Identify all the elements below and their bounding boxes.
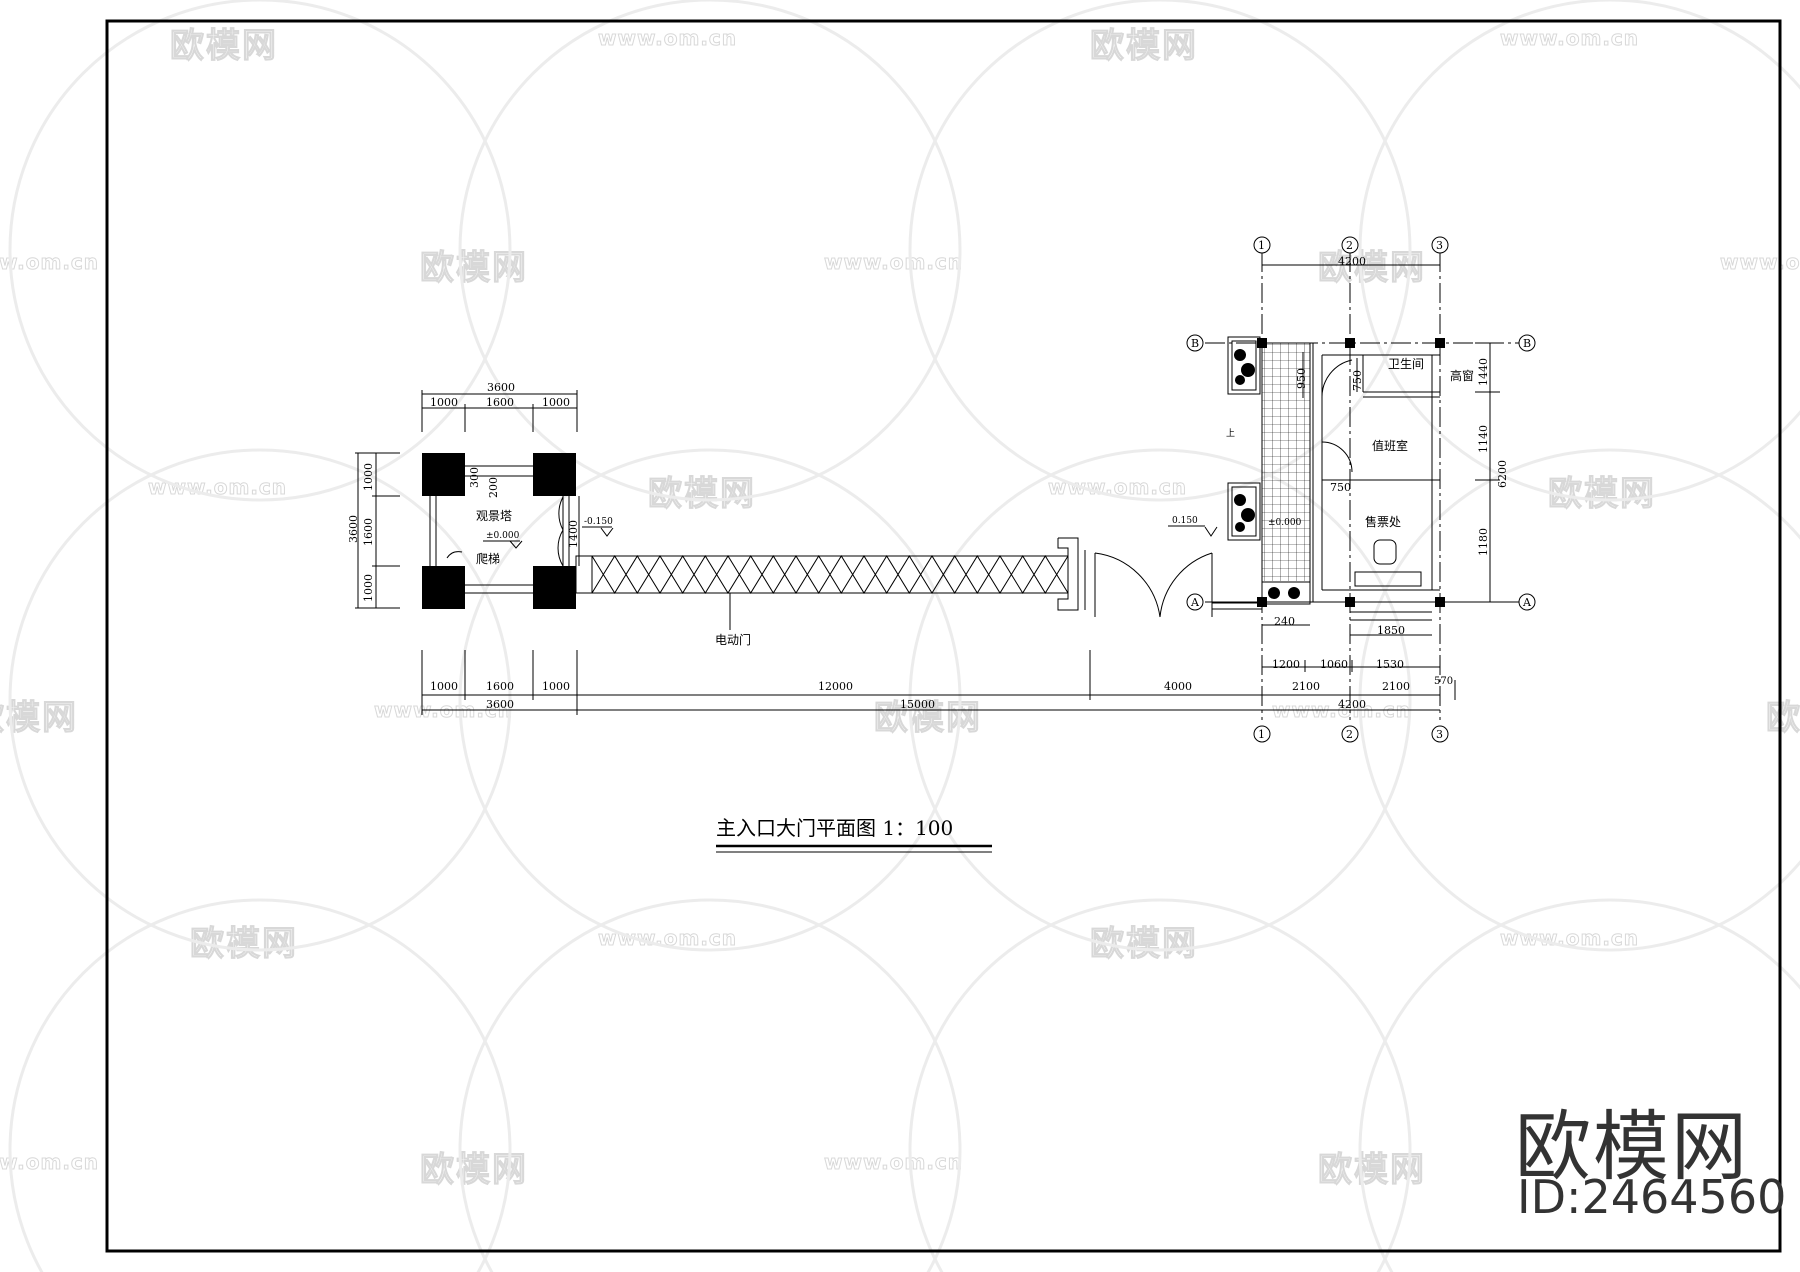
room-label-ticket-office: 售票处 (1365, 515, 1402, 529)
brand-logo-text: 欧模网 (1515, 1102, 1749, 1191)
up-arrow-label: 上 (1226, 429, 1236, 439)
dim: 750 (1351, 370, 1364, 391)
dim-tower-total: 3600 (487, 381, 515, 394)
dim: 15000 (900, 698, 935, 711)
dim: 200 (487, 477, 500, 498)
dim: 1000 (542, 396, 570, 409)
dim: 12000 (818, 680, 853, 693)
electric-gate-label: 电动门 (715, 633, 752, 647)
dim: 1180 (1477, 528, 1490, 556)
drawing-title: 主入口大门平面图 1：100 (716, 816, 954, 840)
dim: 300 (468, 467, 481, 488)
room-label-tower: 观景塔 (476, 509, 513, 523)
dim: 570 (1434, 676, 1454, 687)
axis-label-b: B (1191, 337, 1200, 350)
sheet-border (105, 19, 1782, 1253)
axis-label-3: 3 (1436, 239, 1443, 252)
elevation-label: ±0.000 (1268, 518, 1302, 528)
dim: 1000 (430, 680, 458, 693)
axis-label-2: 2 (1346, 239, 1353, 252)
elevation-label: ±0.000 (486, 531, 520, 541)
dim: 1000 (362, 574, 375, 602)
dim: 3600 (486, 698, 514, 711)
elevation-label: 0.150 (1172, 516, 1198, 526)
dim: 950 (1295, 368, 1308, 389)
dim: 1850 (1377, 624, 1405, 637)
dim: 1440 (1477, 358, 1490, 386)
dim: 1400 (567, 520, 580, 548)
axis-label-2: 2 (1346, 728, 1353, 741)
dim: 6200 (1496, 460, 1509, 488)
axis-label-1: 1 (1258, 239, 1265, 252)
dim: 2100 (1382, 680, 1410, 693)
dim: 1200 (1272, 658, 1300, 671)
dim: 1000 (542, 680, 570, 693)
axis-label-b: B (1523, 337, 1532, 350)
room-label-ladder: 爬梯 (476, 552, 501, 566)
dim: 1140 (1477, 425, 1490, 453)
dim: 4000 (1164, 680, 1192, 693)
dim: 4200 (1338, 698, 1366, 711)
dim: 1000 (362, 463, 375, 491)
dim: 1600 (486, 680, 514, 693)
axis-label-3: 3 (1436, 728, 1443, 741)
dim: 1600 (486, 396, 514, 409)
dim: 1060 (1320, 658, 1348, 671)
dim: 1600 (362, 518, 375, 546)
axis-label-1: 1 (1258, 728, 1265, 741)
brand-id: ID:2464560 (1517, 1170, 1787, 1224)
axis-label-a: A (1191, 596, 1199, 609)
dim: 2100 (1292, 680, 1320, 693)
dim: 240 (1274, 615, 1295, 628)
dim: 1530 (1376, 658, 1404, 671)
dim: 3600 (347, 515, 360, 543)
elevation-label: -0.150 (584, 517, 613, 527)
dim: 1000 (430, 396, 458, 409)
axis-label-a: A (1523, 596, 1531, 609)
room-label-toilet: 卫生间 (1388, 357, 1425, 371)
dim: 750 (1330, 481, 1351, 494)
room-label-duty-room: 值班室 (1372, 439, 1409, 453)
dim: 4200 (1338, 255, 1366, 268)
room-label-high-window: 高窗 (1450, 369, 1475, 383)
